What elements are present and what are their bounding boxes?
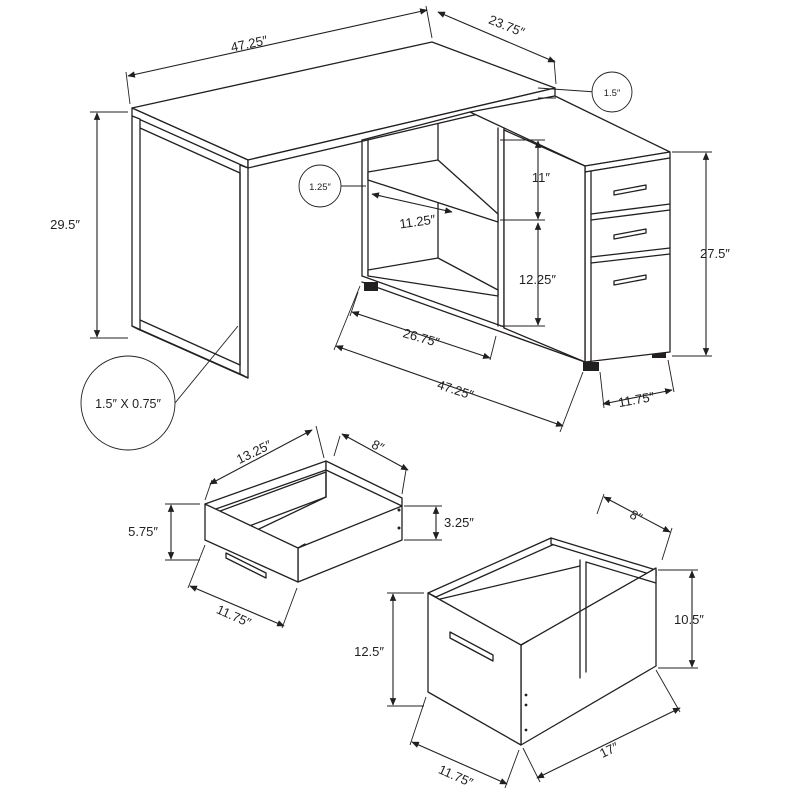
desk-drawing xyxy=(131,41,671,379)
file-drawer-left-rail xyxy=(427,537,560,598)
bottom-shelf xyxy=(367,257,499,297)
small-drawer-front-width-label: 11.75″ xyxy=(214,602,254,631)
top-thickness-callout xyxy=(591,71,633,113)
file-drawer-handle xyxy=(449,631,494,662)
foot-left xyxy=(364,282,378,291)
middle-shelf xyxy=(367,159,499,223)
leg-profile-callout xyxy=(80,355,176,451)
file-drawer-drawing xyxy=(427,537,657,746)
file-drawer-inner-width-label: 8″ xyxy=(627,507,645,526)
file-drawer-front-height-label: 12.5″ xyxy=(354,644,384,659)
small-drawer-right-side xyxy=(297,505,403,583)
small-drawer-drawing xyxy=(204,460,403,583)
small-drawer-front xyxy=(204,503,299,583)
foot-right xyxy=(652,350,666,358)
file-drawer-inner-height-label: 10.5″ xyxy=(674,612,704,627)
return-height-label: 27.5″ xyxy=(700,246,730,261)
cabinet-side xyxy=(503,129,586,363)
small-drawer-dimension-lines xyxy=(165,425,442,629)
file-drawer-front xyxy=(427,592,522,746)
file-drawer-right-side xyxy=(520,567,657,746)
small-drawer-back xyxy=(325,460,403,507)
foot-front xyxy=(583,362,599,371)
top-thickness-label: 1.5″ xyxy=(604,88,621,99)
small-drawer-depth-label: 13.25″ xyxy=(234,437,274,467)
small-drawer-inner-height-label: 3.25″ xyxy=(444,515,474,530)
drawer-cabinet xyxy=(503,129,671,363)
desk-dimension-lines xyxy=(90,5,712,433)
small-drawer-width-label: 8″ xyxy=(369,437,387,456)
file-drawer-back-rail xyxy=(550,537,657,577)
desk-width-label: 47.25″ xyxy=(229,32,269,54)
drawer-handle xyxy=(613,228,647,240)
small-drawer-handle xyxy=(225,552,267,579)
small-drawer-front-height-label: 5.75″ xyxy=(128,524,158,539)
shelf-lower-height-label: 12.25″ xyxy=(519,272,557,287)
return-width-label: 47.25″ xyxy=(435,377,475,403)
leg-profile-label: 1.5″ X 0.75″ xyxy=(95,397,161,411)
shelf-thickness-label: 1.25″ xyxy=(309,182,331,193)
return-top-surface xyxy=(469,95,671,167)
drawer-handle xyxy=(613,184,647,196)
return-depth-label: 11.75″ xyxy=(617,389,656,410)
drawer-handle xyxy=(613,274,647,286)
shelf-depth-label: 11.25″ xyxy=(398,212,436,232)
shelf-width-label: 26.75″ xyxy=(401,325,441,350)
metal-leg-frame xyxy=(131,115,249,379)
file-drawer-front-width-label: 11.75″ xyxy=(436,762,476,791)
file-drawer-depth-label: 17″ xyxy=(597,739,621,761)
shelf-upper-height-label: 11″ xyxy=(532,170,550,185)
desk-height-label: 29.5″ xyxy=(50,217,80,232)
file-drawer-dimension-lines xyxy=(387,493,698,789)
